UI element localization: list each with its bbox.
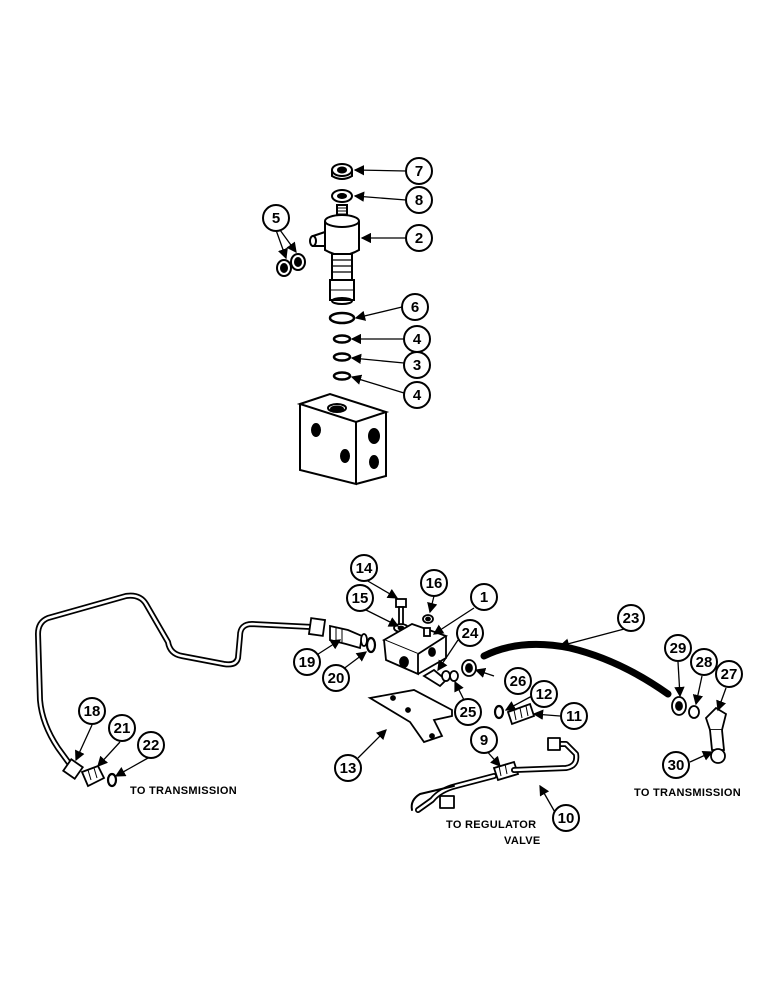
callout-number: 2 xyxy=(415,230,423,247)
callout-number: 4 xyxy=(413,331,422,348)
callout-number: 28 xyxy=(696,654,713,671)
nut-part xyxy=(276,253,306,277)
callout-10: 10 xyxy=(552,804,580,832)
callout-number: 27 xyxy=(721,666,738,683)
solenoid-valve-assembly xyxy=(276,163,390,486)
callout-20: 20 xyxy=(322,664,350,692)
callout-number: 7 xyxy=(415,163,423,180)
callout-number: 25 xyxy=(460,704,477,721)
callout-22: 22 xyxy=(137,731,165,759)
callout-13: 13 xyxy=(334,754,362,782)
callout-number: 6 xyxy=(411,299,419,316)
callout-number: 23 xyxy=(623,610,640,627)
callout-24: 24 xyxy=(456,619,484,647)
callout-23: 23 xyxy=(617,604,645,632)
callout-12: 12 xyxy=(530,680,558,708)
callout-28: 28 xyxy=(690,648,718,676)
callout-number: 13 xyxy=(340,760,357,777)
callout-15: 15 xyxy=(346,584,374,612)
callout-number: 10 xyxy=(558,810,575,827)
left-tube-line xyxy=(35,592,315,773)
callout-4: 4 xyxy=(403,325,431,353)
callout-number: 5 xyxy=(272,210,280,227)
callout-number: 18 xyxy=(84,703,101,720)
callout-number: 8 xyxy=(415,192,423,209)
callout-4: 4 xyxy=(403,381,431,409)
valve-block-part xyxy=(296,392,390,486)
callout-number: 9 xyxy=(480,732,488,749)
callout-number: 3 xyxy=(413,357,421,374)
callout-7: 7 xyxy=(405,157,433,185)
callout-27: 27 xyxy=(715,660,743,688)
callout-number: 21 xyxy=(114,720,131,737)
callout-16: 16 xyxy=(420,569,448,597)
callout-1: 1 xyxy=(470,583,498,611)
callout-number: 11 xyxy=(566,708,582,725)
callout-number: 15 xyxy=(352,590,369,607)
callout-5: 5 xyxy=(262,204,290,232)
callout-number: 30 xyxy=(668,757,685,774)
label-to-transmission-left: TO TRANSMISSION xyxy=(130,785,237,797)
callout-11: 11 xyxy=(560,702,588,730)
callout-number: 14 xyxy=(356,560,373,577)
bottom-parts xyxy=(61,598,728,788)
callout-21: 21 xyxy=(108,714,136,742)
solenoid-body-part xyxy=(309,204,360,305)
callout-14: 14 xyxy=(350,554,378,582)
washer-part xyxy=(331,189,353,203)
callout-18: 18 xyxy=(78,697,106,725)
left-tube-line-inner xyxy=(36,594,314,772)
callout-number: 12 xyxy=(536,686,553,703)
callout-number: 26 xyxy=(510,673,527,690)
callout-number: 4 xyxy=(413,387,422,404)
callout-3: 3 xyxy=(403,351,431,379)
label-to-regulator-valve-line2: VALVE xyxy=(504,835,541,847)
callout-25: 25 xyxy=(454,698,482,726)
nut-part xyxy=(331,163,353,180)
callout-26: 26 xyxy=(504,667,532,695)
callout-number: 19 xyxy=(299,654,316,671)
o-ring-stack xyxy=(328,311,356,381)
callout-number: 16 xyxy=(426,575,443,592)
callout-9: 9 xyxy=(470,726,498,754)
callout-30: 30 xyxy=(662,751,690,779)
callout-number: 20 xyxy=(328,670,345,687)
callout-2: 2 xyxy=(405,224,433,252)
leader-lines-top xyxy=(275,164,407,394)
callouts: 7 8 2 5 6 4 3 4 14 16 1 15 23 24 19 20 2… xyxy=(78,157,743,832)
label-to-transmission-right: TO TRANSMISSION xyxy=(634,787,741,799)
callout-number: 22 xyxy=(143,737,160,754)
callout-19: 19 xyxy=(293,648,321,676)
callout-number: 1 xyxy=(480,589,488,606)
label-to-regulator-valve-line1: TO REGULATOR xyxy=(446,819,536,831)
destination-labels: TO TRANSMISSION TO TRANSMISSION TO REGUL… xyxy=(130,785,741,847)
callout-29: 29 xyxy=(664,634,692,662)
callout-6: 6 xyxy=(401,293,429,321)
callout-number: 29 xyxy=(670,640,687,657)
callout-number: 24 xyxy=(462,625,479,642)
callout-8: 8 xyxy=(405,186,433,214)
regulator-tube xyxy=(410,737,580,813)
